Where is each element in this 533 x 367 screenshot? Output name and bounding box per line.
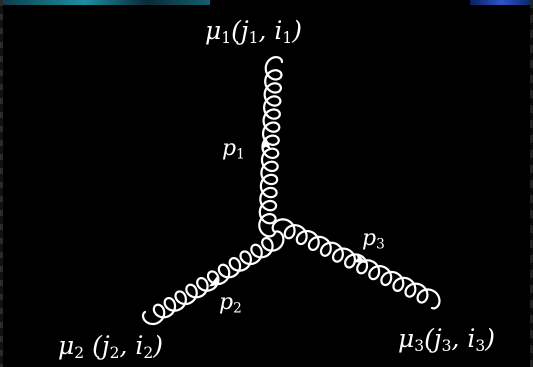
label-p3: p3 [362, 228, 385, 252]
gluon-line-2 [143, 231, 283, 324]
label-p2: p2 [219, 292, 242, 316]
label-mu1: μ1(j1, i1) [205, 18, 302, 46]
label-p1: p1 [222, 138, 245, 162]
label-mu3: μ3(j3, i3) [398, 326, 495, 354]
label-mu2: μ2 (j2, i2) [58, 333, 163, 361]
gluon-line-3 [273, 219, 440, 308]
